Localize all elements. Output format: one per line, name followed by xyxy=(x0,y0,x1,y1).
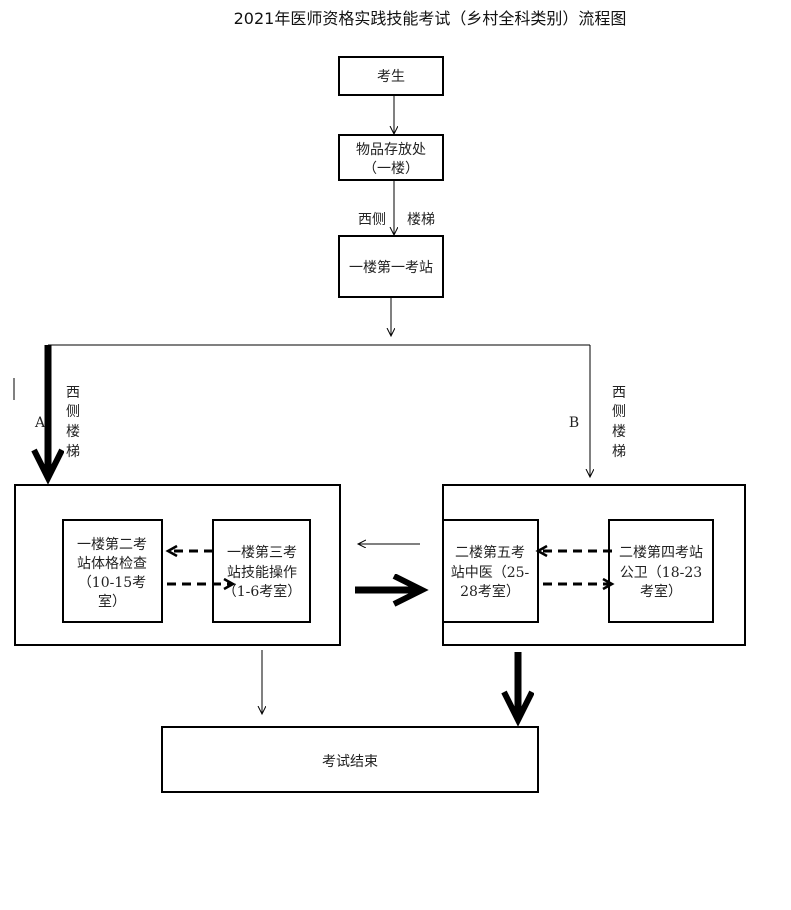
node-station2: 一楼第二考 站体格检查 （10-15考 室） xyxy=(62,519,163,623)
node-end: 考试结束 xyxy=(161,726,539,793)
svg-text:梯: 梯 xyxy=(66,444,80,460)
node-station3: 一楼第三考 站技能操作 （1-6考室） xyxy=(212,519,311,623)
svg-text:侧: 侧 xyxy=(66,404,80,420)
svg-text:西: 西 xyxy=(612,385,626,401)
svg-text:楼: 楼 xyxy=(612,424,626,440)
svg-text:室）: 室） xyxy=(98,593,126,610)
svg-text:二楼第四考站: 二楼第四考站 xyxy=(619,544,703,561)
svg-text:公卫（18-23: 公卫（18-23 xyxy=(620,565,702,581)
node-candidate: 考生 xyxy=(338,56,444,96)
svg-text:一楼第二考: 一楼第二考 xyxy=(77,536,147,553)
svg-text:考生: 考生 xyxy=(377,69,405,85)
svg-text:梯: 梯 xyxy=(612,444,626,460)
west-stairs-b: 西 侧 楼 梯 xyxy=(612,385,626,460)
svg-text:一楼第三考: 一楼第三考 xyxy=(227,544,297,561)
page-title: 2021年医师资格实践技能考试（乡村全科类别）流程图 xyxy=(234,9,627,28)
svg-text:28考室）: 28考室） xyxy=(460,583,520,600)
svg-text:（1-6考室）: （1-6考室） xyxy=(223,583,302,600)
route-a-label: A xyxy=(34,415,46,431)
svg-text:考室）: 考室） xyxy=(640,583,682,600)
node-station1: 一楼第一考站 xyxy=(338,235,444,298)
svg-text:站体格检查: 站体格检查 xyxy=(77,556,147,572)
dashed-arrows xyxy=(167,551,612,584)
svg-text:楼: 楼 xyxy=(66,424,80,440)
svg-text:站中医（25-: 站中医（25- xyxy=(451,565,530,581)
svg-text:物品存放处: 物品存放处 xyxy=(356,142,426,158)
node-station4: 二楼第四考站 公卫（18-23 考室） xyxy=(608,519,714,623)
svg-text:站技能操作: 站技能操作 xyxy=(227,565,297,581)
stairs-label-left: 西侧 xyxy=(358,212,386,228)
svg-text:侧: 侧 xyxy=(612,404,626,420)
svg-text:一楼第一考站: 一楼第一考站 xyxy=(349,259,433,276)
svg-text:（一楼）: （一楼） xyxy=(363,161,419,177)
svg-text:考试结束: 考试结束 xyxy=(322,754,378,770)
route-b-label: B xyxy=(569,415,579,431)
svg-text:二楼第五考: 二楼第五考 xyxy=(455,544,525,561)
svg-text:西: 西 xyxy=(66,385,80,401)
west-stairs-a: 西 侧 楼 梯 xyxy=(66,385,80,460)
node-station5: 二楼第五考 站中医（25- 28考室） xyxy=(442,519,539,623)
stairs-label-right: 楼梯 xyxy=(407,212,435,228)
svg-text:（10-15考: （10-15考 xyxy=(78,575,146,591)
node-storage: 物品存放处 （一楼） xyxy=(338,134,444,181)
